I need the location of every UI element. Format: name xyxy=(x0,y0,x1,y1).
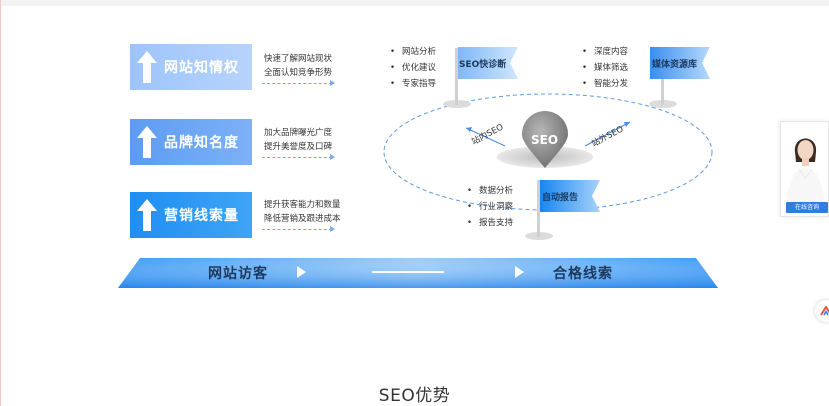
brand-awareness-block: 品牌知名度 xyxy=(130,119,252,165)
list-item: 深度内容 xyxy=(582,44,628,60)
up-arrow-icon xyxy=(130,44,164,90)
leads-block: 营销线索量 xyxy=(130,192,252,238)
seo-center-label: SEO xyxy=(531,133,559,147)
leads-title: 营销线索量 xyxy=(164,208,239,224)
section-title: SEO优势 xyxy=(378,386,451,406)
banner-connector xyxy=(372,271,444,273)
desc-line: 加大品牌曝光广度 xyxy=(264,128,333,138)
play-icon xyxy=(515,266,524,278)
list-item: 报告支持 xyxy=(467,215,513,231)
customer-service-widget[interactable] xyxy=(780,121,829,217)
media-list: 深度内容 媒体筛选 智能分发 xyxy=(582,44,628,92)
website-insight-desc: 快速了解网站现状 全面认知竞争形势 xyxy=(264,52,332,80)
online-consult-button[interactable]: 在线咨询 xyxy=(786,202,828,213)
list-item: 优化建议 xyxy=(390,60,436,76)
desc-line: 提升美誉度及口碑 xyxy=(264,142,333,152)
list-item: 智能分发 xyxy=(582,76,628,92)
up-arrow-icon xyxy=(130,119,164,165)
desc-line: 快速了解网站现状 xyxy=(264,54,333,64)
desc-line: 降低营销及跟进成本 xyxy=(264,214,341,224)
brand-awareness-desc: 加大品牌曝光广度 提升美誉度及口碑 xyxy=(264,126,332,154)
leads-desc: 提升获客能力和数量 降低营销及跟进成本 xyxy=(264,198,341,226)
list-item: 媒体筛选 xyxy=(582,60,628,76)
media-flag-icon xyxy=(650,47,710,79)
report-flag-label: 自动报告 xyxy=(542,193,579,203)
dashed-arrow xyxy=(262,226,335,232)
report-list: 数据分析 行业洞察 报告支持 xyxy=(467,183,513,231)
agent-avatar xyxy=(781,122,828,202)
dashed-arrow xyxy=(262,80,335,86)
seo-diagram xyxy=(383,48,713,240)
list-item: 数据分析 xyxy=(467,183,513,199)
play-icon xyxy=(297,266,306,278)
top-bar xyxy=(0,0,829,6)
float-action-icon[interactable] xyxy=(815,300,829,322)
report-flag-icon xyxy=(540,180,600,212)
funnel-banner xyxy=(118,258,718,288)
dashed-arrow xyxy=(262,154,335,160)
media-flag-label: 媒体资源库 xyxy=(652,60,698,70)
desc-line: 全面认知竞争形势 xyxy=(264,68,333,78)
banner-visitors: 网站访客 xyxy=(208,266,268,282)
banner-leads: 合格线索 xyxy=(553,266,613,282)
brand-awareness-title: 品牌知名度 xyxy=(164,135,239,151)
up-arrow-icon xyxy=(130,192,164,238)
left-border xyxy=(0,0,1,406)
website-insight-title: 网站知情权 xyxy=(164,60,239,76)
desc-line: 提升获客能力和数量 xyxy=(264,200,341,210)
list-item: 专家指导 xyxy=(390,76,436,92)
diagnosis-flag-label: SEO快诊断 xyxy=(459,60,507,70)
list-item: 网站分析 xyxy=(390,44,436,60)
diagnosis-list: 网站分析 优化建议 专家指导 xyxy=(390,44,436,92)
website-insight-block: 网站知情权 xyxy=(130,44,252,90)
diagnosis-flag-icon xyxy=(458,47,518,79)
list-item: 行业洞察 xyxy=(467,199,513,215)
